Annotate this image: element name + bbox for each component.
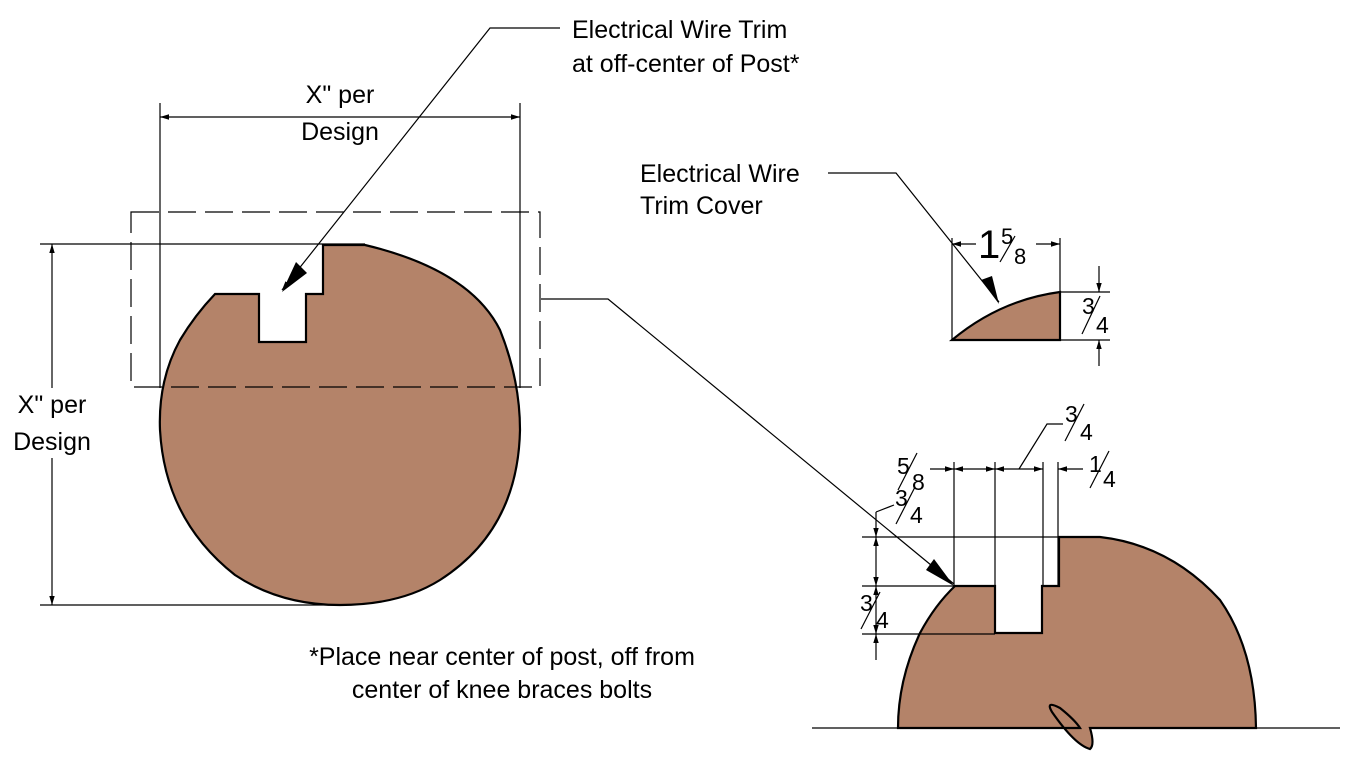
detail-leader-arrowhead bbox=[926, 559, 954, 586]
enlarged-groove-detail: 5 8 3 4 1 4 3 4 3 4 bbox=[541, 298, 1340, 751]
groove-wall-den: 4 bbox=[1103, 466, 1116, 492]
trim-leader bbox=[281, 27, 560, 292]
cover-leader-arrowhead bbox=[981, 276, 999, 304]
height-label-line2: Design bbox=[13, 428, 91, 456]
width-label-line1: X" per bbox=[306, 81, 375, 109]
cover-label-line1: Electrical Wire bbox=[640, 160, 800, 188]
groove-wall-num: 1 bbox=[1089, 451, 1102, 477]
depth-upper-num: 3 bbox=[895, 485, 908, 511]
groove-offset-den: 8 bbox=[912, 469, 925, 495]
width-dimension: X" per Design bbox=[159, 81, 521, 388]
cover-width-den: 8 bbox=[1014, 244, 1026, 269]
groove-offset-num: 5 bbox=[897, 453, 910, 479]
trim-label-line1: Electrical Wire Trim bbox=[572, 16, 787, 44]
cover-label-line2: Trim Cover bbox=[640, 192, 763, 220]
height-label-line1: X" per bbox=[18, 391, 87, 419]
note-line2: center of knee braces bolts bbox=[352, 676, 652, 704]
cover-width-whole: 1 bbox=[978, 223, 1000, 267]
post-section: X" per Design X" per Design Electrical W… bbox=[4, 16, 800, 607]
depth-lower-den: 4 bbox=[876, 607, 889, 633]
cover-height-num: 3 bbox=[1082, 293, 1095, 319]
trim-leader-arrowhead bbox=[282, 262, 307, 292]
cover-width-num: 5 bbox=[1001, 224, 1013, 249]
groove-width-den: 4 bbox=[1080, 419, 1093, 445]
cover-height-den: 4 bbox=[1096, 312, 1109, 338]
depth-upper-den: 4 bbox=[910, 502, 923, 528]
post-round-section bbox=[158, 243, 522, 607]
trim-cover-profile bbox=[948, 290, 1062, 342]
detail-callout-box bbox=[130, 211, 541, 388]
depth-lower-num: 3 bbox=[860, 590, 873, 616]
trim-cover-detail: 1 5 8 3 4 Electrical Wire Trim Cover bbox=[640, 160, 1110, 366]
post-detail-section bbox=[896, 535, 1258, 751]
note-line1: *Place near center of post, off from bbox=[309, 643, 695, 671]
trim-label-line2: at off-center of Post* bbox=[572, 50, 800, 78]
height-dimension: X" per Design bbox=[4, 243, 365, 606]
groove-width-num: 3 bbox=[1065, 401, 1078, 427]
width-label-line2: Design bbox=[301, 118, 379, 146]
